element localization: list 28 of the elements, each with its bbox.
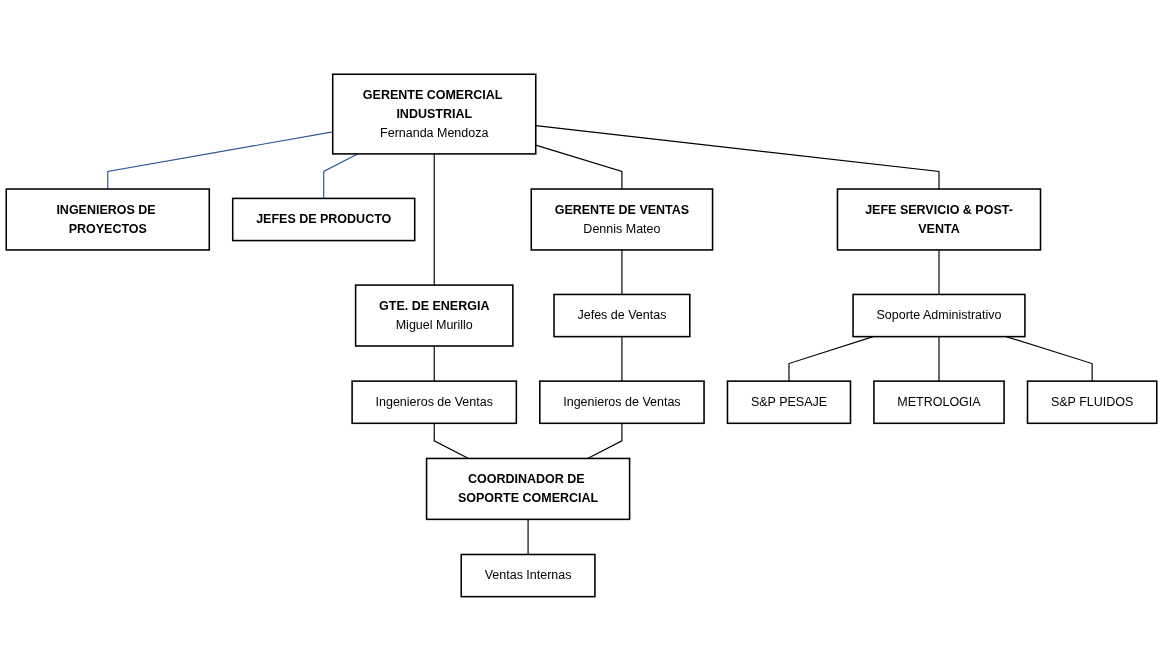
connector xyxy=(527,518,529,556)
node-box: JEFES DE PRODUCTO xyxy=(231,197,416,242)
node-box: GERENTE DE VENTAS Dennis Mateo xyxy=(530,188,714,251)
connector xyxy=(621,336,623,382)
node-box: INGENIEROS DE PROYECTOS xyxy=(5,188,211,251)
connector xyxy=(938,249,940,296)
node-box: Jefes de Ventas xyxy=(553,293,691,338)
connector xyxy=(535,144,623,190)
connector xyxy=(433,422,470,460)
connector xyxy=(535,125,940,190)
node-box: METROLOGIA xyxy=(873,380,1005,425)
connector xyxy=(788,336,874,382)
node-box: GTE. DE ENERGIA Miguel Murillo xyxy=(354,284,514,347)
connector xyxy=(1005,336,1093,382)
node-box: JEFE SERVICIO & POST-VENTA xyxy=(836,188,1042,251)
node-box: Soporte Administrativo xyxy=(852,293,1026,338)
node-box: Ingenieros de Ventas xyxy=(351,380,518,425)
node-box: S&P PESAJE xyxy=(726,380,852,425)
node-box: GERENTE COMERCIAL INDUSTRIAL Fernanda Mendoza xyxy=(331,73,537,155)
node-box: Ventas Internas xyxy=(460,553,596,598)
connector xyxy=(938,336,940,382)
connector xyxy=(433,153,435,286)
connector xyxy=(621,249,623,296)
node-box: Ingenieros de Ventas xyxy=(539,380,705,425)
connector xyxy=(587,422,623,460)
connector xyxy=(433,345,435,382)
node-box: COORDINADOR DE SOPORTE COMERCIAL xyxy=(425,457,631,521)
node-box: S&P FLUIDOS xyxy=(1026,380,1158,425)
